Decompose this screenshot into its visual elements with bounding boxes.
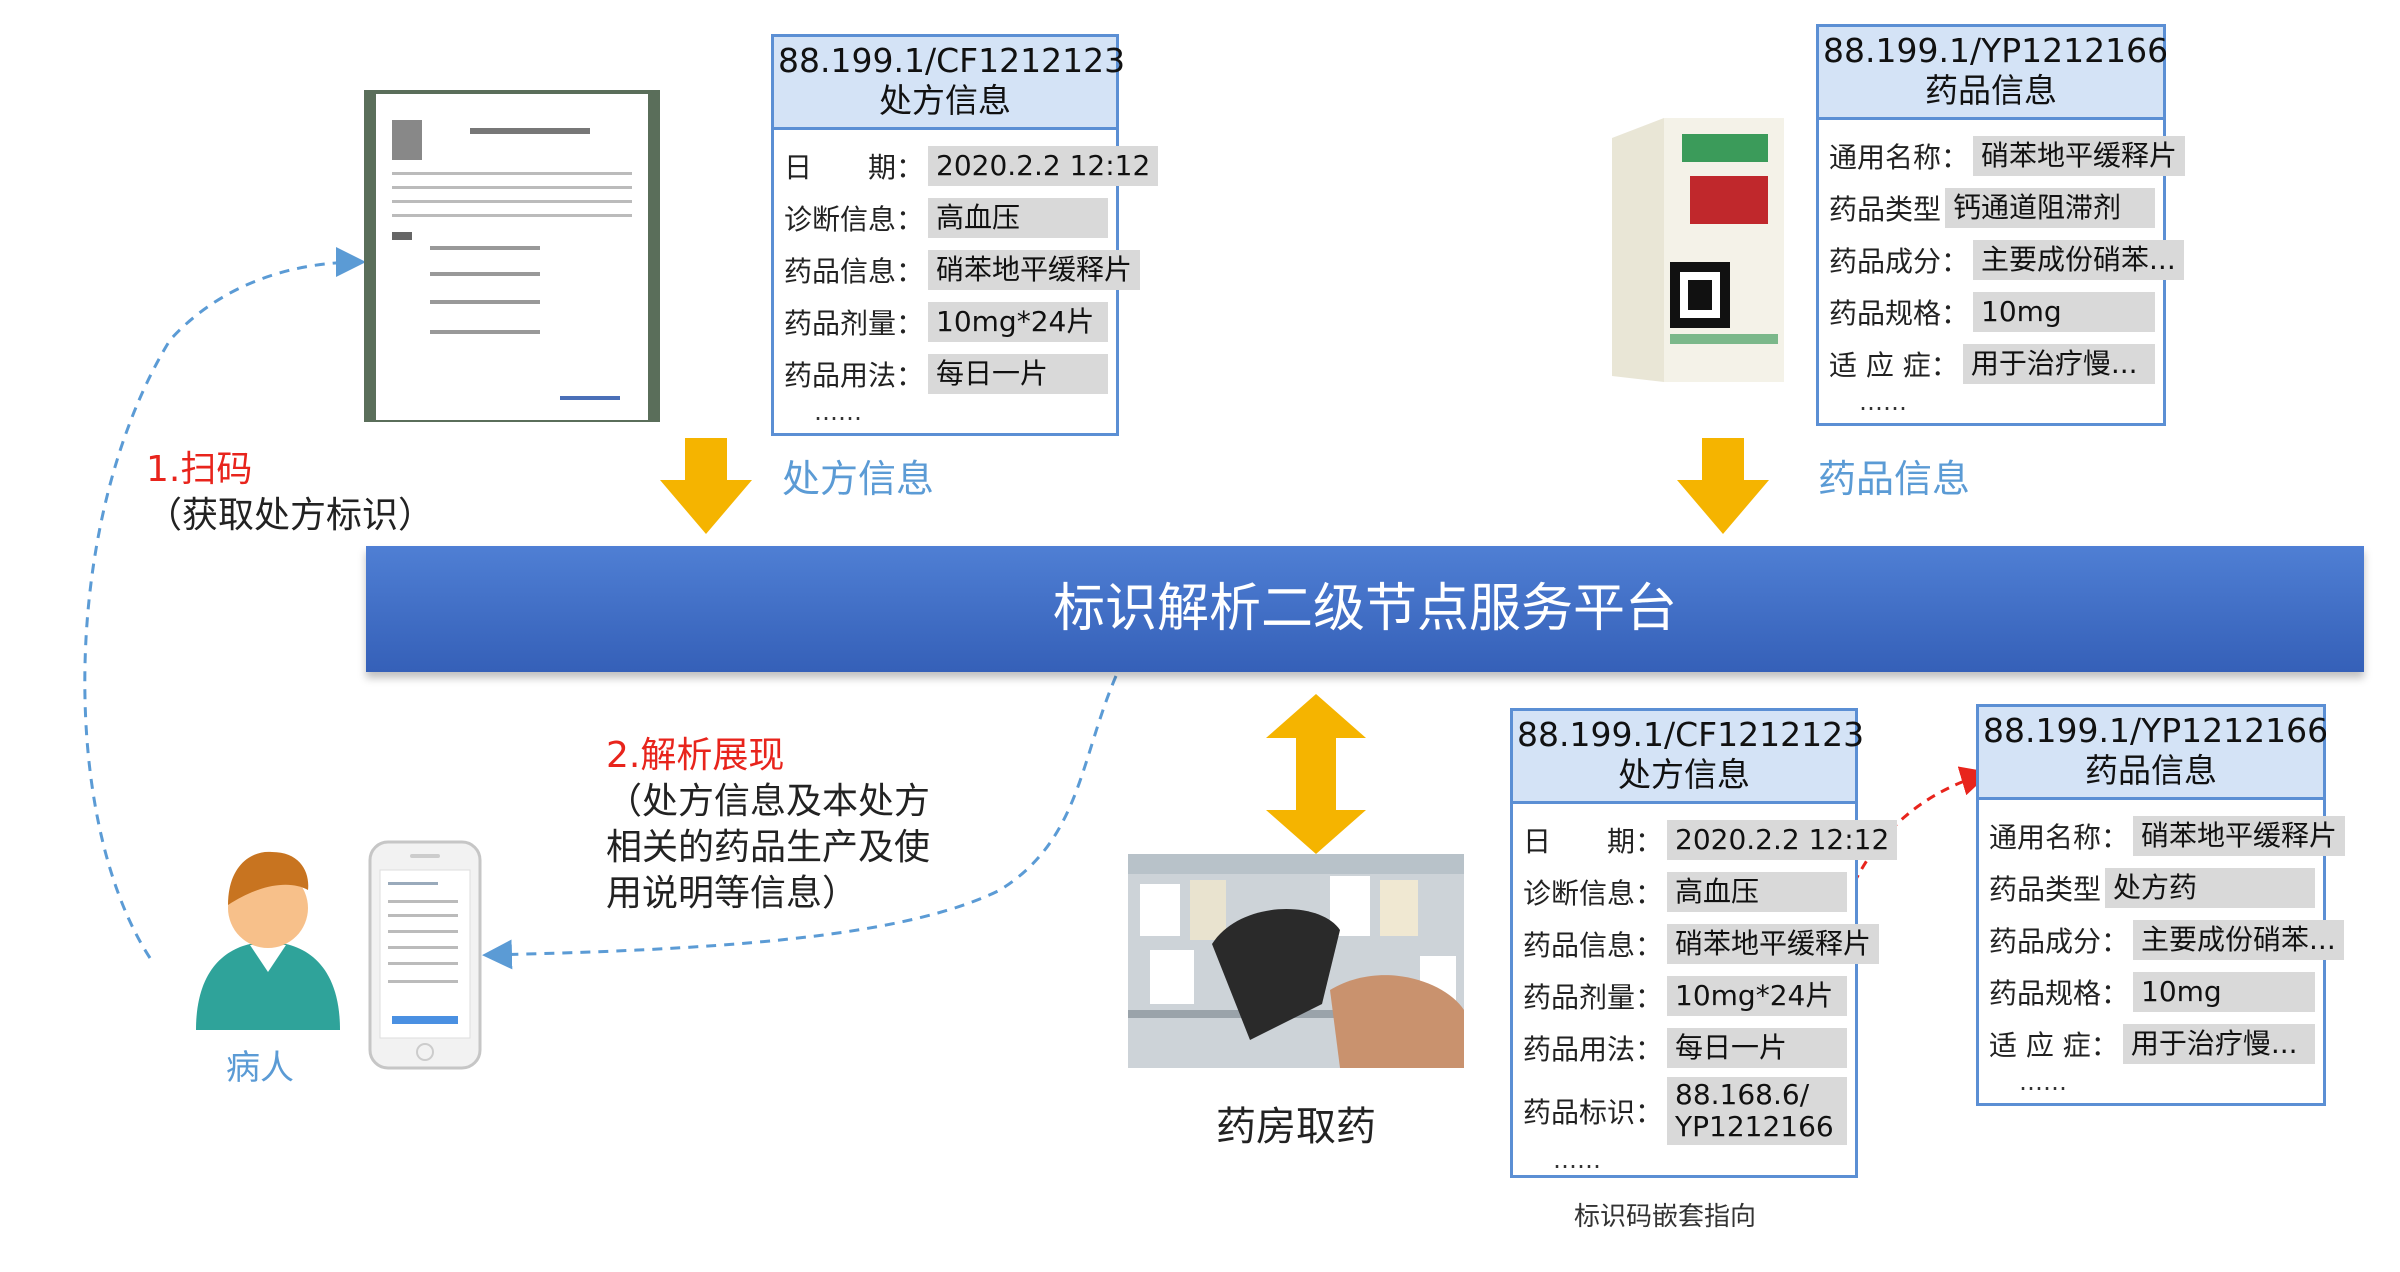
card-row: 通用名称：硝苯地平缓释片 <box>1829 130 2186 182</box>
patient-avatar-icon <box>196 851 340 1030</box>
card-row: 药品信息：硝苯地平缓释片 <box>1523 918 1880 970</box>
card-row: 诊断信息：高血压 <box>784 192 1108 244</box>
prescription-paper-image <box>364 90 660 422</box>
dashed-scan-path <box>83 247 366 959</box>
service-platform-bar: 标识解析二级节点服务平台 <box>366 546 2364 672</box>
card-row: 通用名称：硝苯地平缓释片 <box>1989 810 2346 862</box>
step2-title: 2.解析展现 <box>606 735 785 776</box>
card-id: 88.199.1/YP1212166 <box>1983 711 2329 750</box>
card-row: 诊断信息：高血压 <box>1523 866 1847 918</box>
card-row: 药品信息：硝苯地平缓释片 <box>784 244 1141 296</box>
pharmacy-photo-image <box>1128 854 1464 1068</box>
card-title: 处方信息 <box>879 81 1011 120</box>
pharmacy-label: 药房取药 <box>1216 1104 1376 1150</box>
nested-pointer-caption: 标识码嵌套指向 <box>1574 1202 1757 1232</box>
step2-desc-line1: （处方信息及本处方 <box>606 781 931 822</box>
card-row: 药品规格：10mg <box>1989 966 2315 1018</box>
card-more: …… <box>1859 388 1907 416</box>
card-row: 药品剂量：10mg*24片 <box>784 296 1108 348</box>
step2-desc-line3: 用说明等信息） <box>606 873 859 914</box>
bottom-drug-card: 88.199.1/YP1212166 药品信息 通用名称：硝苯地平缓释片 药品类… <box>1976 704 2346 1106</box>
card-row: 药品用法：每日一片 <box>1523 1022 1847 1074</box>
card-title: 药品信息 <box>1925 71 2057 110</box>
arrow-down-rx <box>660 438 752 534</box>
bottom-prescription-card: 88.199.1/CF1212123 处方信息 日 期：2020.2.2 12:… <box>1510 708 1898 1178</box>
card-more: …… <box>1553 1146 1601 1174</box>
top-drug-card: 88.199.1/YP1212166 药品信息 通用名称：硝苯地平缓释片 药品类… <box>1816 24 2186 426</box>
card-id: 88.199.1/CF1212123 <box>778 41 1126 80</box>
step2-desc-line2: 相关的药品生产及使 <box>606 827 931 868</box>
step1-title: 1.扫码 <box>146 449 253 490</box>
card-title: 药品信息 <box>2085 751 2217 790</box>
arrow-down-drug <box>1677 438 1769 534</box>
top-prescription-card: 88.199.1/CF1212123 处方信息 日 期：2020.2.2 12:… <box>771 34 1159 436</box>
card-row: 药品成分：主要成份硝苯... <box>1989 914 2344 966</box>
rx-info-label: 处方信息 <box>782 457 935 501</box>
card-title: 处方信息 <box>1618 755 1750 794</box>
card-row: 药品类型钙通道阻滞剂 <box>1829 182 2155 234</box>
arrow-bidirectional <box>1266 694 1366 854</box>
card-id: 88.199.1/CF1212123 <box>1517 715 1865 754</box>
card-row: 日 期：2020.2.2 12:12 <box>1523 814 1898 866</box>
medicine-box-image <box>1612 118 1784 382</box>
card-row: 药品标识：88.168.6/ YP1212166 <box>1523 1074 1847 1148</box>
card-row: 日 期：2020.2.2 12:12 <box>784 140 1159 192</box>
card-row: 药品规格：10mg <box>1829 286 2155 338</box>
card-more: …… <box>814 398 862 426</box>
card-row: 适 应 症：用于治疗慢... <box>1829 338 2155 390</box>
card-row: 药品剂量：10mg*24片 <box>1523 970 1847 1022</box>
drug-info-label: 药品信息 <box>1818 457 1971 501</box>
card-row: 药品成分：主要成份硝苯... <box>1829 234 2184 286</box>
card-id: 88.199.1/YP1212166 <box>1823 31 2169 70</box>
card-row: 适 应 症：用于治疗慢... <box>1989 1018 2315 1070</box>
step1-desc: （获取处方标识） <box>146 495 435 536</box>
patient-label: 病人 <box>226 1048 294 1088</box>
card-row: 药品类型处方药 <box>1989 862 2315 914</box>
card-more: …… <box>2019 1068 2067 1096</box>
card-row: 药品用法：每日一片 <box>784 348 1108 400</box>
phone-image <box>368 840 482 1070</box>
dashed-resolve-path <box>482 675 1118 970</box>
